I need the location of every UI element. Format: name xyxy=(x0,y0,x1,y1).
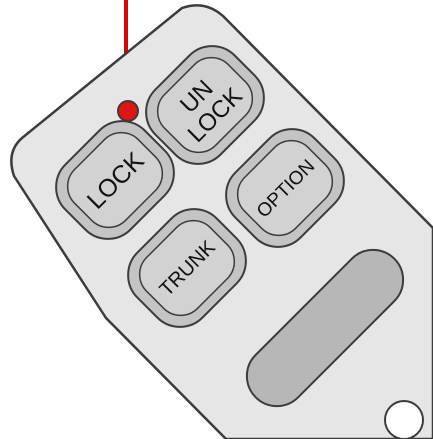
keyring-hole xyxy=(385,401,423,439)
indicator-led xyxy=(118,101,138,121)
